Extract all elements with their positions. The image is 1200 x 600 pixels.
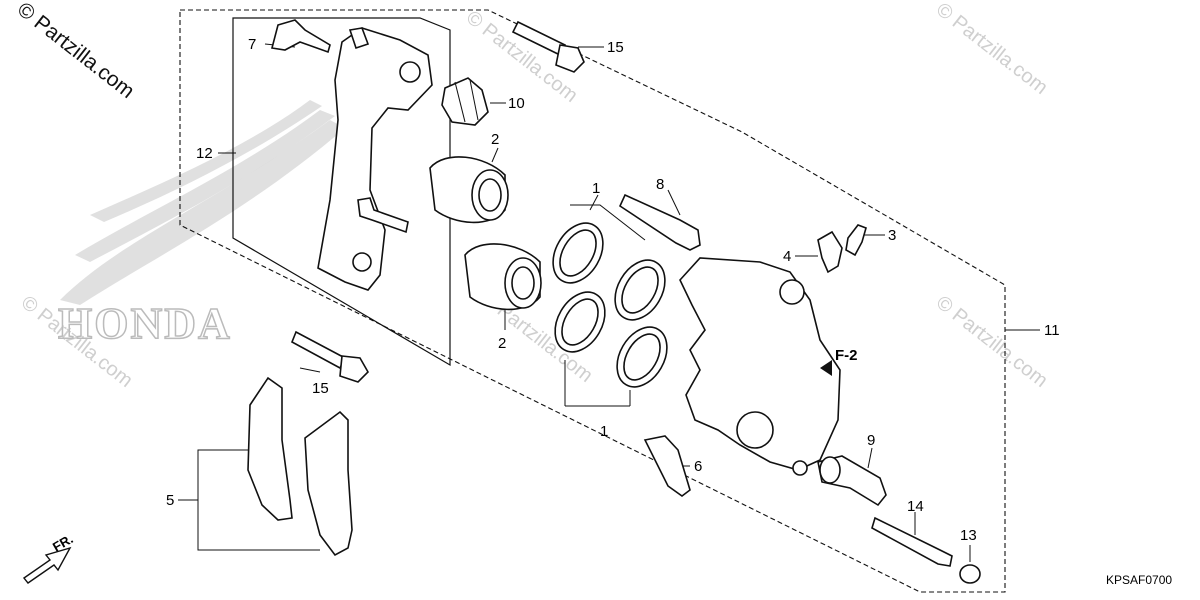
front-label: FR. bbox=[50, 531, 76, 554]
callout-7: 7 bbox=[248, 36, 256, 53]
callout-2-lower: 2 bbox=[498, 335, 506, 352]
callout-8: 8 bbox=[656, 176, 664, 193]
front-direction-indicator: FR. bbox=[22, 531, 76, 584]
callout-1-upper: 1 bbox=[592, 180, 600, 197]
watermark-main: © Partzilla.com bbox=[13, 0, 139, 103]
bleeder-cap-part bbox=[817, 230, 843, 274]
pin-plug-part bbox=[817, 455, 887, 507]
callout-12: 12 bbox=[196, 145, 213, 162]
callout-3: 3 bbox=[888, 227, 896, 244]
reference-label: F-2 bbox=[835, 347, 858, 364]
caliper-boss-lower bbox=[792, 460, 808, 476]
callout-10: 10 bbox=[508, 95, 525, 112]
caliper-piston-bore bbox=[736, 411, 774, 449]
honda-wing-logo: HONDA bbox=[57, 100, 345, 349]
watermark-faint-2: © Partzilla.com bbox=[932, 0, 1052, 99]
callout-14: 14 bbox=[907, 498, 924, 515]
pad-pin-plug-part bbox=[959, 564, 981, 584]
caliper-boss-upper bbox=[779, 279, 805, 305]
callout-4: 4 bbox=[783, 248, 791, 265]
piston-upper-part bbox=[429, 156, 509, 224]
pad-pin-part bbox=[871, 516, 953, 567]
reference-label-group: F-2 bbox=[820, 347, 858, 376]
diagram-code: KPSAF0700 bbox=[1106, 573, 1172, 587]
caliper-body-part bbox=[679, 257, 841, 471]
bracket-hole-upper bbox=[399, 61, 421, 83]
piston-seals-part bbox=[552, 222, 668, 388]
piston-lower-part bbox=[464, 243, 542, 311]
callout-15-upper: 15 bbox=[607, 39, 624, 56]
pad-spring-part bbox=[271, 19, 331, 54]
callout-6: 6 bbox=[694, 458, 702, 475]
callout-13: 13 bbox=[960, 527, 977, 544]
watermark-faint-5: © Partzilla.com bbox=[932, 292, 1052, 392]
callout-15-lower: 15 bbox=[312, 380, 329, 397]
bracket-slide-pin bbox=[357, 197, 409, 234]
callout-1-lower: 1 bbox=[600, 423, 608, 440]
bleeder-screw-part bbox=[845, 224, 867, 257]
honda-wordmark: HONDA bbox=[58, 299, 232, 348]
callout-5: 5 bbox=[166, 492, 174, 509]
brake-pad-2-part bbox=[304, 410, 353, 557]
callout-9: 9 bbox=[867, 432, 875, 449]
dust-boot-part bbox=[441, 77, 489, 126]
callout-numbers: 1 1 2 2 3 4 5 6 7 8 9 10 11 12 13 14 15 … bbox=[166, 36, 1060, 544]
callout-2-upper: 2 bbox=[491, 131, 499, 148]
bracket-boot bbox=[348, 27, 370, 50]
bracket-hole-lower bbox=[352, 252, 372, 272]
caliper-bracket-part bbox=[317, 27, 433, 291]
slide-pin-part bbox=[618, 193, 701, 251]
bolt-upper-part bbox=[511, 20, 585, 73]
pad-retainer-part bbox=[643, 435, 691, 497]
brake-pad-1-part bbox=[247, 376, 293, 521]
callout-11: 11 bbox=[1044, 322, 1060, 339]
seals-bracket-line bbox=[570, 204, 646, 241]
bolt-lower-part bbox=[290, 330, 369, 383]
